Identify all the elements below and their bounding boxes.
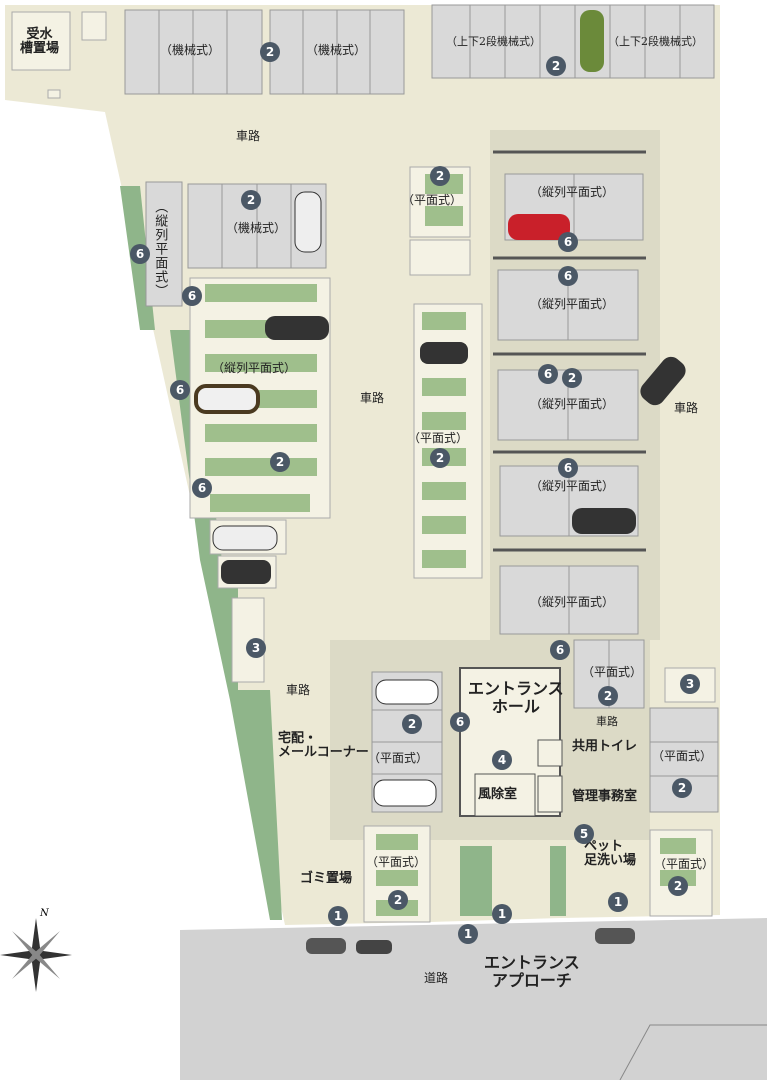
delivery-corner-label: 宅配・ メールコーナー — [278, 731, 369, 761]
mech-mid-label: （機械式） — [226, 221, 287, 235]
badge: 2 — [260, 42, 280, 62]
tandem-r3-label: （縦列平面式） — [530, 397, 615, 411]
badge: 6 — [538, 364, 558, 384]
badge: 1 — [492, 904, 512, 924]
badge: 2 — [270, 452, 290, 472]
badge: 3 — [246, 638, 266, 658]
flat-bottom-left-label: （平面式） — [366, 855, 427, 869]
mech-left2-label: （機械式） — [306, 43, 367, 57]
north-label: N — [40, 908, 49, 919]
badge: 5 — [574, 824, 594, 844]
road-lower-right-label: 車路 — [596, 715, 618, 728]
entrance-hall-label: エントランス ホール — [468, 679, 564, 716]
windbreak-room-label: 風除室 — [478, 787, 518, 802]
road-lower-left-label: 車路 — [286, 683, 311, 697]
badge: 3 — [680, 674, 700, 694]
entrance-approach-label: エントランス アプローチ — [484, 953, 580, 990]
pet-wash-label: ペット 足洗い場 — [584, 839, 637, 869]
mech-left1-label: （機械式） — [160, 43, 221, 57]
garbage-area-label: ゴミ置場 — [300, 871, 353, 886]
badge: 1 — [458, 924, 478, 944]
mech-2tier-1-label: （上下2段機械式） — [446, 35, 541, 48]
badge: 6 — [130, 244, 150, 264]
badge: 2 — [402, 714, 422, 734]
badge: 2 — [430, 448, 450, 468]
badge: 6 — [558, 266, 578, 286]
badge: 6 — [558, 458, 578, 478]
management-office-label: 管理事務室 — [572, 789, 638, 804]
flat-parking-right2 — [649, 707, 719, 813]
road-area — [180, 918, 767, 1080]
badge: 6 — [192, 478, 212, 498]
green-strip-left — [120, 186, 282, 920]
tandem-vert-label: （縦列平面式） — [152, 200, 168, 298]
badge: 2 — [546, 56, 566, 76]
tandem-r2-label: （縦列平面式） — [530, 297, 615, 311]
badge: 6 — [170, 380, 190, 400]
badge: 6 — [558, 232, 578, 252]
road-center-label: 車路 — [360, 391, 385, 405]
badge: 2 — [672, 778, 692, 798]
shared-toilet-label: 共用トイレ — [572, 739, 638, 754]
flat-small-label: （平面式） — [402, 193, 463, 207]
water-tank-area — [11, 11, 71, 71]
road-top-label: 車路 — [236, 129, 261, 143]
badge: 2 — [668, 876, 688, 896]
badge: 2 — [598, 686, 618, 706]
badge: 4 — [492, 750, 512, 770]
badge: 2 — [241, 190, 261, 210]
badge: 2 — [430, 166, 450, 186]
badge: 1 — [608, 892, 628, 912]
flat-lower-left-label: （平面式） — [368, 751, 429, 765]
water-tank-label: 受水 槽置場 — [20, 27, 60, 57]
badge: 6 — [182, 286, 202, 306]
badge: 2 — [388, 890, 408, 910]
road-right-label: 車路 — [674, 401, 699, 415]
badge: 1 — [328, 906, 348, 926]
mech-parking-top — [124, 4, 715, 95]
flat-bottom-right-label: （平面式） — [654, 857, 715, 871]
road-curb-line — [619, 1024, 767, 1080]
tandem-r5-label: （縦列平面式） — [530, 595, 615, 609]
badge: 6 — [450, 712, 470, 732]
badge: 6 — [550, 640, 570, 660]
tandem-r4-label: （縦列平面式） — [530, 479, 615, 493]
tandem-left-label: （縦列平面式） — [212, 361, 297, 375]
mech-2tier-2-label: （上下2段機械式） — [608, 35, 703, 48]
compass-rose — [0, 918, 72, 992]
flat-mid-label: （平面式） — [408, 431, 469, 445]
tandem-r1-label: （縦列平面式） — [530, 185, 615, 199]
car-shapes — [194, 10, 686, 954]
badge: 2 — [562, 368, 582, 388]
flat-right2-label: （平面式） — [652, 749, 713, 763]
road-bottom-label: 道路 — [424, 971, 449, 985]
flat-lower-right-label: （平面式） — [582, 665, 643, 679]
